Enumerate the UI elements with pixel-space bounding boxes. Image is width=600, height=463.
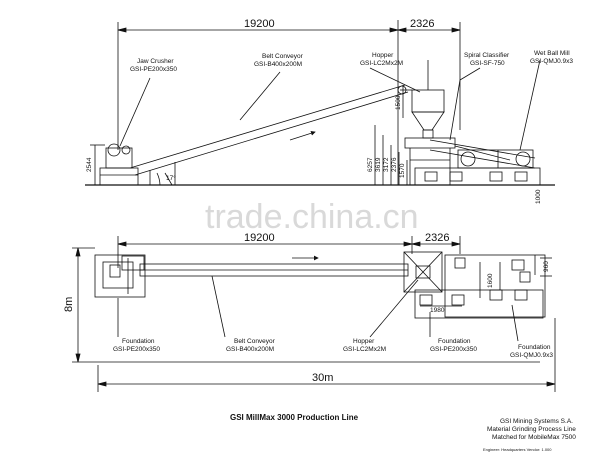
foundation-crusher-label: Foundation — [122, 338, 155, 345]
dim-960: 960 — [543, 261, 550, 272]
drawing-title: GSI MillMax 3000 Production Line — [230, 413, 359, 422]
jaw-crusher-model: GSI-PE200x350 — [130, 66, 177, 73]
side-1000: 1000 — [535, 189, 542, 204]
foundation-mill-model: GSI-QMJ0.9x3 — [510, 352, 553, 359]
plan-view — [72, 236, 556, 392]
foundation-mill-label: Foundation — [518, 344, 551, 351]
ball-mill-model: GSI-QMJ0.9x3 — [530, 58, 573, 65]
plan-hopper-label: Hopper — [353, 338, 375, 345]
elevation-flow-arrow — [289, 130, 316, 141]
elevation-dim-right: 2326 — [410, 18, 434, 30]
plan-dim-total: 19200 — [244, 232, 275, 244]
plan-width: 8m — [63, 297, 75, 312]
height-6257: 6257 — [367, 157, 374, 172]
foundation-crusher-model: GSI-PE200x350 — [113, 346, 160, 353]
company-line3: Matched for MobileMax 7500 — [492, 434, 576, 441]
watermark: trade.china.cn — [205, 198, 419, 236]
height-1500: 1500 — [395, 95, 402, 110]
elevation-dim-total: 19200 — [244, 18, 275, 30]
ball-mill-label: Wet Ball Mill — [534, 50, 570, 57]
dim-1980: 1980 — [430, 307, 445, 314]
classifier-model: GSI-SF-750 — [470, 60, 505, 67]
height-3172: 3172 — [383, 157, 390, 172]
hopper-label: Hopper — [372, 52, 394, 59]
height-3619: 3619 — [375, 157, 382, 172]
company-footnote: Engineer: Headquarters Vendor: 1.000 — [483, 447, 552, 452]
company-line1: GSI Mining Systems S.A. — [500, 418, 573, 425]
company-line2: Material Grinding Process Line — [487, 426, 576, 433]
foundation-mid-model: GSI-PE200x350 — [430, 346, 477, 353]
jaw-crusher-label: Jaw Crusher — [137, 58, 174, 65]
foundation-mid-label: Foundation — [438, 338, 471, 345]
belt-conveyor-label: Belt Conveyor — [262, 53, 304, 60]
classifier-label: Spiral Classifier — [464, 52, 510, 59]
belt-conveyor-model: GSI-B400x200M — [254, 61, 302, 68]
hopper-model: GSI-LC2Mx2M — [360, 60, 403, 67]
dim-1600: 1600 — [487, 273, 494, 288]
height-2544: 2544 — [86, 157, 93, 172]
height-2376: 2376 — [391, 157, 398, 172]
height-1570: 1570 — [399, 163, 406, 178]
plan-hopper-model: GSI-LC2Mx2M — [343, 346, 386, 353]
plan-dim-right: 2326 — [425, 232, 449, 244]
plan-belt-conveyor-label: Belt Conveyor — [234, 338, 276, 345]
plan-length: 30m — [312, 372, 333, 384]
conveyor-angle: 17° — [166, 174, 176, 182]
elevation-view — [85, 20, 555, 186]
plan-belt-conveyor-model: GSI-B400x200M — [226, 346, 274, 353]
